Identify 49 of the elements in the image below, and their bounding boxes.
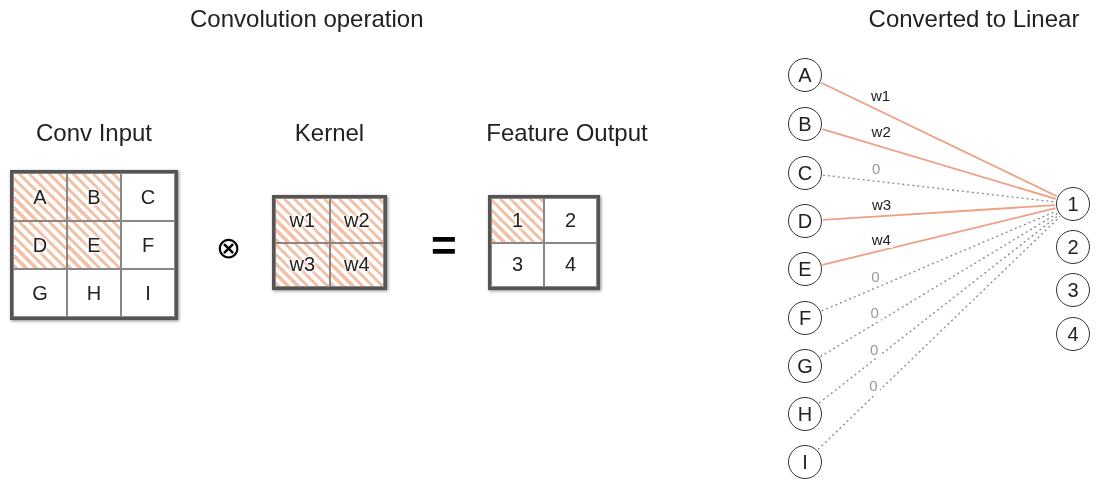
diagram-title: Convolution operation — [190, 4, 424, 34]
matrix-cell: C — [121, 173, 175, 221]
neuron-circle: I — [788, 445, 822, 479]
matrix-cell: E — [67, 221, 121, 269]
matrix-cell: w3 — [275, 242, 330, 287]
grid-heading: Feature Output — [485, 118, 649, 148]
matrix-cell: 3 — [491, 242, 544, 287]
neuron-circle: E — [788, 252, 822, 286]
connector-line — [822, 204, 1056, 221]
connector-line — [821, 128, 1057, 200]
section-heading: Converted to Linear — [867, 4, 1081, 34]
connector-line — [820, 210, 1058, 312]
matrix-cell: I — [121, 269, 175, 317]
connector-line — [822, 174, 1056, 203]
matrix-cell: w2 — [329, 198, 384, 243]
edge-label: 0 — [868, 305, 881, 322]
matrix-cell: w1 — [275, 198, 330, 243]
grid-heading: Conv Input — [34, 118, 154, 148]
operator-symbol: ⊗ — [216, 230, 241, 266]
edge-label: 0 — [867, 378, 880, 395]
matrix-cell: A — [13, 173, 67, 221]
matrix-cell: G — [13, 269, 67, 317]
operator-symbol: = — [431, 226, 457, 266]
matrix-cell: D — [13, 221, 67, 269]
matrix-cell: w4 — [329, 242, 384, 287]
neuron-circle: 4 — [1056, 317, 1090, 351]
matrix-cell: F — [121, 221, 175, 269]
neuron-circle: A — [788, 58, 822, 92]
neuron-circle: G — [788, 349, 822, 383]
neuron-circle: C — [788, 156, 822, 190]
matrix-cell: 4 — [544, 242, 597, 287]
matrix-cell: H — [67, 269, 121, 317]
neuron-circle: H — [788, 397, 822, 431]
neuron-circle: 2 — [1056, 230, 1090, 264]
connector-line — [818, 214, 1060, 404]
neuron-circle: F — [788, 301, 822, 335]
edge-label: w4 — [869, 232, 893, 249]
grid-heading: Kernel — [293, 118, 366, 148]
matrix-cell: B — [67, 173, 121, 221]
matrix-cell: 2 — [544, 198, 597, 243]
connector-line — [819, 212, 1059, 358]
neuron-circle: 3 — [1056, 273, 1090, 307]
neuron-circle: B — [788, 107, 822, 141]
neuron-circle: 1 — [1056, 187, 1090, 221]
connector-line — [817, 215, 1061, 451]
neuron-circle: D — [788, 204, 822, 238]
matrix-cell: 1 — [491, 198, 544, 243]
connector-line — [820, 81, 1058, 198]
connector-line — [821, 207, 1057, 266]
